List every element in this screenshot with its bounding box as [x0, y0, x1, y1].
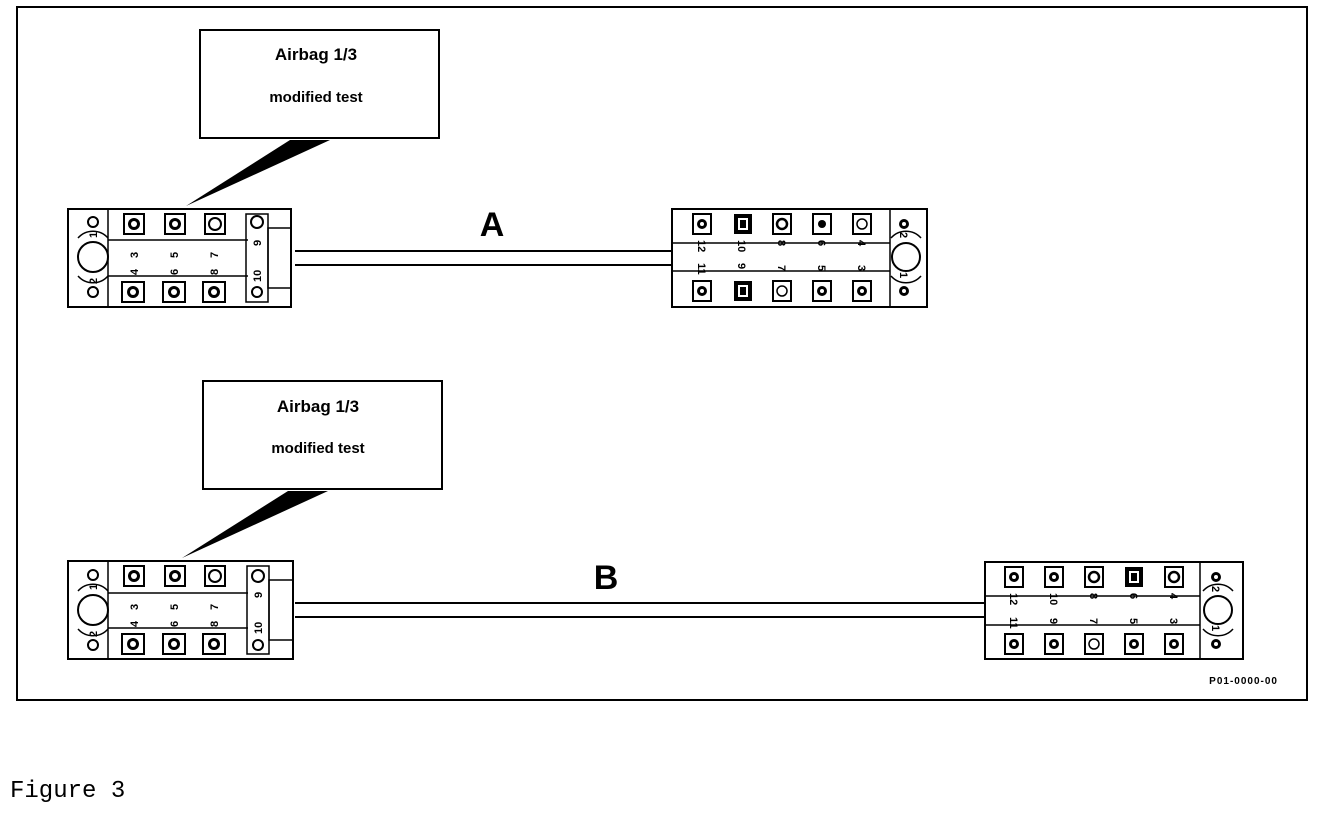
figure-caption: Figure 3 [10, 778, 126, 805]
left-connector-a: 1 3 5 7 9 2 4 6 8 10 [67, 208, 292, 308]
pin-number: 12 [1007, 593, 1019, 605]
pin-number: 6 [815, 240, 827, 246]
pin-number: 1 [88, 232, 100, 238]
pin-number: 7 [775, 265, 787, 271]
pin-number: 8 [209, 269, 221, 275]
pin-number: 1 [1209, 625, 1221, 631]
pin-number: 6 [169, 621, 181, 627]
pin-number: 11 [1007, 617, 1019, 629]
pin-number: 6 [1127, 593, 1139, 599]
pin-number: 10 [735, 240, 747, 252]
callout-title-a: Airbag 1/3 [275, 45, 357, 64]
callout-subtitle-a: modified test [269, 89, 362, 106]
pin-number: 10 [1047, 593, 1059, 605]
pin-number: 8 [1087, 593, 1099, 599]
figure-ref-code: P01-0000-00 [1209, 676, 1278, 687]
pin-number: 4 [1167, 593, 1179, 600]
pin-number: 5 [169, 604, 181, 610]
right-connector-a: 12 10 8 6 4 2 11 9 7 5 3 1 [671, 208, 928, 308]
cable-b [295, 602, 985, 618]
pin-number: 4 [129, 620, 141, 627]
pin-number: 9 [735, 263, 747, 269]
pin-number: 3 [1167, 618, 1179, 624]
pin-number: 4 [855, 240, 867, 247]
pin-number: 12 [695, 240, 707, 252]
pin-number: 2 [1209, 586, 1221, 592]
callout-pointer-b [182, 491, 328, 558]
callout-box-a: Airbag 1/3 modified test [199, 29, 440, 139]
pin-number: 7 [209, 252, 221, 258]
diagram-letter-a: A [480, 206, 505, 244]
pin-number: 2 [897, 232, 909, 238]
figure-frame [16, 6, 1308, 701]
diagram-letter-b: B [594, 559, 619, 597]
pin-number: 2 [88, 278, 100, 284]
left-connector-b: 1 3 5 7 9 2 4 6 8 10 [67, 560, 294, 660]
pin-number: 10 [252, 270, 264, 282]
pin-number: 9 [1047, 618, 1059, 624]
pin-number: 9 [252, 240, 264, 246]
callout-pointer-a [186, 140, 330, 206]
pin-number: 5 [169, 252, 181, 258]
pin-number: 1 [88, 584, 100, 590]
pin-number: 10 [253, 622, 265, 634]
pin-number: 7 [209, 604, 221, 610]
pin-number: 6 [169, 269, 181, 275]
pin-number: 5 [1127, 618, 1139, 624]
pin-number: 4 [129, 268, 141, 275]
pin-number: 9 [253, 592, 265, 598]
callout-box-b: Airbag 1/3 modified test [202, 380, 443, 490]
pin-number: 3 [129, 252, 141, 258]
pin-number: 2 [88, 631, 100, 637]
callout-title-b: Airbag 1/3 [277, 397, 359, 416]
pin-number: 3 [129, 604, 141, 610]
right-connector-b: 12 10 8 6 4 2 11 9 7 5 3 1 [984, 561, 1244, 660]
cable-a [295, 250, 672, 266]
pin-number: 8 [209, 621, 221, 627]
diagram-b: Airbag 1/3 modified test B [67, 380, 1244, 660]
pin-number: 5 [815, 265, 827, 271]
pin-number: 8 [775, 240, 787, 246]
callout-subtitle-b: modified test [271, 440, 364, 457]
diagram-a: Airbag 1/3 modified test A [67, 29, 928, 308]
pin-number: 11 [695, 263, 707, 275]
pin-number: 1 [897, 272, 909, 278]
pin-number: 3 [855, 265, 867, 271]
pin-number: 7 [1087, 618, 1099, 624]
